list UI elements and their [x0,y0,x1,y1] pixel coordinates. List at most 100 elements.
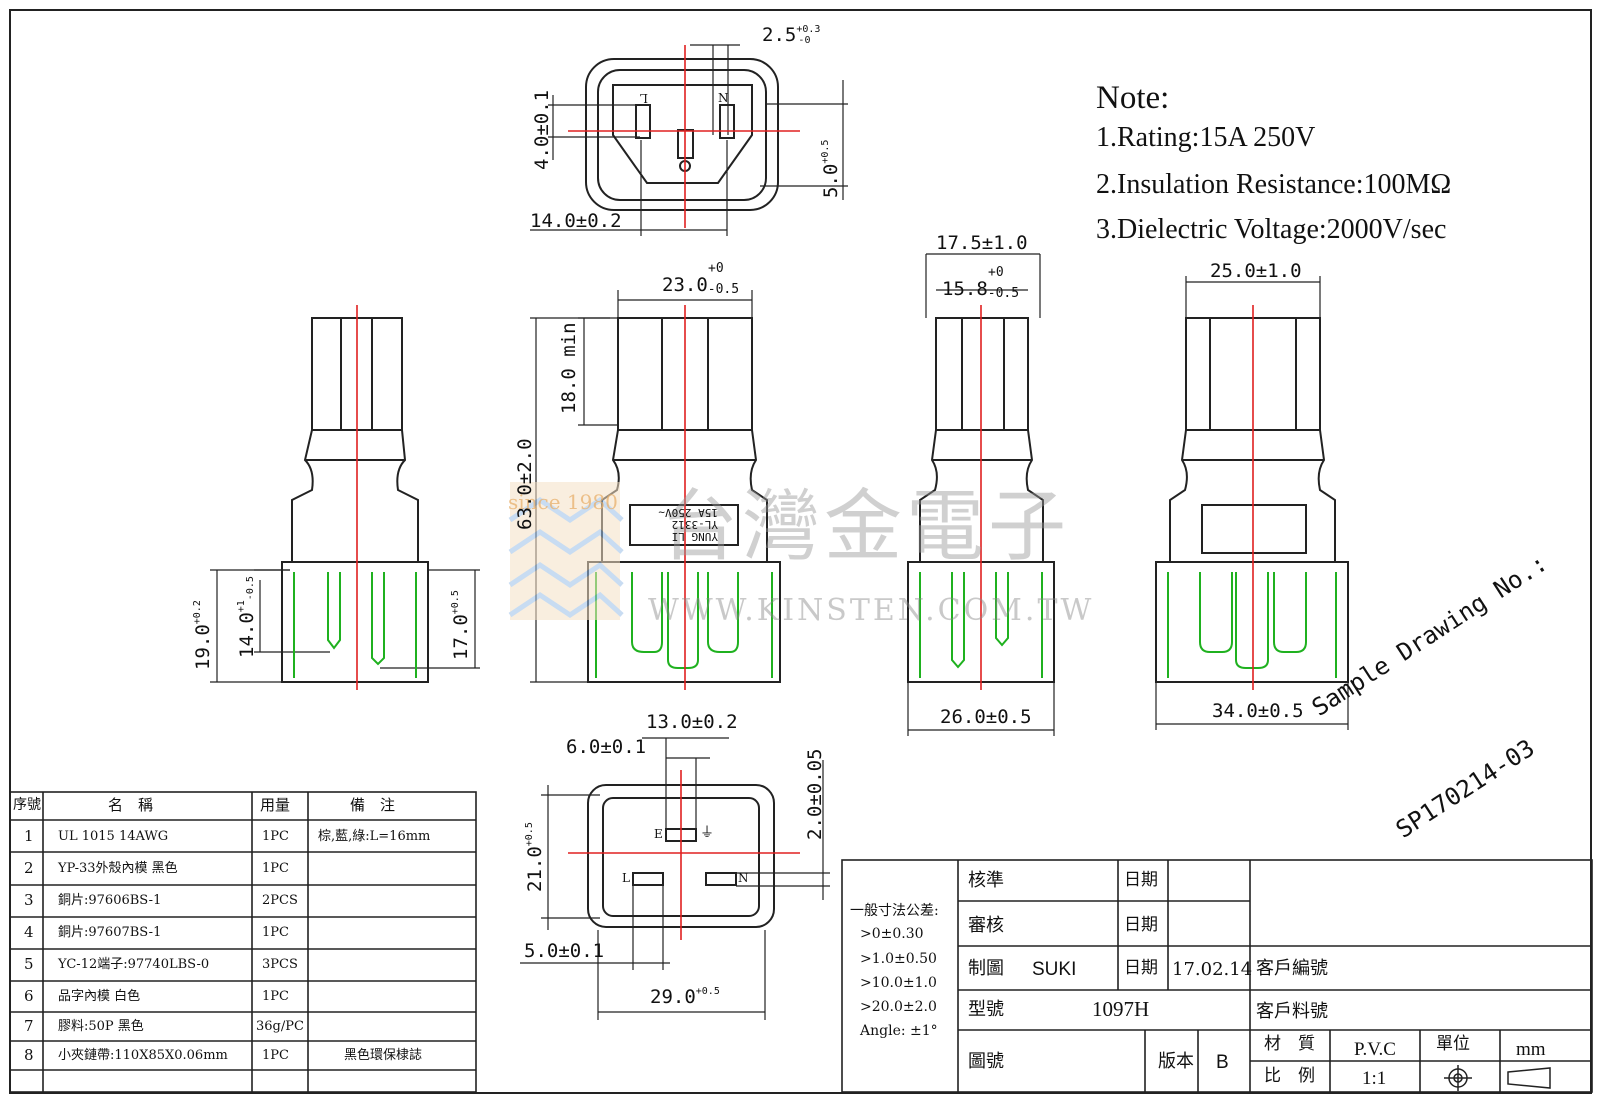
material-value: P.V.C [1354,1039,1396,1060]
date-label-3: 日期 [1124,958,1158,978]
bom-table-grid [9,791,477,1093]
version-label: 版本 [1158,1051,1194,1072]
date-label-1: 日期 [1124,870,1158,890]
date-label-2: 日期 [1124,915,1158,935]
version-value: B [1216,1052,1229,1073]
dim-4-0: 4.0±0.1 [531,89,553,170]
dim-13-0: 13.0±0.2 [646,711,738,733]
bom-row-1-remark: 棕,藍,綠:L=16mm [318,829,431,844]
dim-6-0: 6.0±0.1 [566,736,647,758]
tolerance-line-4: >20.0±2.0 [860,999,937,1015]
bom-row-8-qty: 1PC [262,1048,289,1063]
material-label: 材 質 [1264,1034,1315,1054]
dim-14-0: 14.0±0.2 [530,210,622,232]
bom-header-no: 序號 [13,797,41,813]
note-rating: 1.Rating:15A 250V [1096,122,1316,153]
bom-row-5-name: YC-12端子:97740LBS-0 [58,957,210,972]
dim-5-0: 5.0+0.5 [820,139,842,198]
pin-label-n: N [738,871,749,885]
bom-row-6-qty: 1PC [262,989,289,1004]
pin-label-e: E [654,827,663,841]
bom-row-1-qty: 1PC [262,829,289,844]
tolerance-angle: Angle: ±1° [860,1023,938,1039]
bom-row-6-name: 品字內模 白色 [58,989,141,1004]
dim-2-0: 2.0±0.05 [804,748,826,840]
dim-15-8: 15.8-0.5 [942,278,1020,301]
bom-row-6-no: 6 [24,987,34,1005]
earth-icon: ⏚ [700,825,714,841]
dim-17-0: 17.0+0.5 [450,590,472,660]
dim-26-0: 26.0±0.5 [940,706,1032,728]
pin-label-top-n: N [718,91,729,105]
watermark-since: since 1980 [508,490,618,514]
bom-row-4-name: 銅片:97607BS-1 [58,925,162,940]
bom-header-name: 名 稱 [108,796,154,814]
customer-part-label: 客戶料號 [1256,1001,1328,1022]
dim-21-0: 21.0+0.5 [524,822,546,892]
note-dielectric: 3.Dielectric Voltage:2000V/sec [1096,214,1447,245]
scale-value: 1:1 [1362,1068,1387,1089]
watermark-brand: 台灣金電子 [660,482,1071,572]
bom-row-2-qty: 1PC [262,861,289,876]
scale-label: 比 例 [1264,1066,1315,1086]
bom-header-qty: 用量 [260,796,291,814]
side-view-d [1155,317,1349,683]
bom-row-8-remark: 黑色環保棣誌 [344,1048,423,1063]
dim-15-8-tol-up: +0 [988,265,1004,280]
bom-header-remark: 備 注 [350,796,396,814]
bom-row-4-qty: 1PC [262,925,289,940]
unit-value: mm [1516,1039,1546,1060]
watermark-logo [508,482,624,620]
bom-row-1-name: UL 1015 14AWG [58,829,169,844]
projection-symbol-icon [1444,1065,1551,1091]
dim-2-5: 2.5+0.3-0 [762,24,821,46]
bom-row-5-no: 5 [24,955,34,973]
title-block-grid [841,859,1593,1093]
dim-18-0-min: 18.0 min [558,322,580,414]
bom-row-7-no: 7 [24,1017,34,1035]
drawing-no-label: 圖號 [968,1051,1004,1072]
dim-25-0: 25.0±1.0 [1210,260,1302,282]
dim-14-0-pin: 14.0+1-0.5 [236,576,258,658]
review-label: 審核 [968,915,1004,936]
model-label: 型號 [968,999,1004,1020]
side-view-a [281,317,429,683]
unit-label: 單位 [1436,1034,1470,1054]
customer-no-label: 客戶編號 [1256,958,1328,979]
drafter-name: SUKI [1032,959,1077,980]
tolerance-line-1: >0±0.30 [860,926,924,942]
tolerance-line-2: >1.0±0.50 [860,951,937,967]
pin-label-l: L [622,871,630,885]
top-face-view [585,58,779,211]
dim-23-0: 23.0-0.5 [662,274,740,297]
bom-row-7-qty: 36g/PC [256,1019,304,1034]
bom-row-2-no: 2 [24,859,34,877]
bom-row-3-name: 銅片:97606BS-1 [58,893,162,908]
bom-row-4-no: 4 [24,923,34,941]
watermark-url: WWW.KINSTEN.COM.TW [648,593,1095,628]
dim-17-5: 17.5±1.0 [936,232,1028,254]
bom-row-2-name: YP-33外殼內模 黑色 [58,861,178,876]
dim-34-0: 34.0±0.5 [1212,700,1304,722]
drawing-frame [9,9,1592,1094]
note-insulation: 2.Insulation Resistance:100MΩ [1096,169,1452,200]
pin-label-top-l: L [640,91,648,105]
draw-date: 17.02.14 [1172,959,1253,980]
bom-row-1-no: 1 [24,827,34,845]
model-value: 1097H [1092,997,1150,1021]
bom-row-7-name: 膠料:50P 黑色 [58,1019,144,1034]
note-heading: Note: [1096,80,1170,116]
tolerance-line-3: >10.0±1.0 [860,975,937,991]
dim-29-0: 29.0+0.5 [650,986,720,1008]
bom-row-5-qty: 3PCS [262,957,298,972]
dim-19-0: 19.0+0.2 [192,600,214,670]
bom-row-8-name: 小夾鏈帶:110X85X0.06mm [58,1048,228,1063]
dim-63-0: 63.0±2.0 [514,438,536,530]
dim-5-0-pin: 5.0±0.1 [524,940,605,962]
draw-label: 制圖 [968,958,1004,979]
bom-row-3-no: 3 [24,891,34,909]
check-label: 核準 [968,870,1004,891]
bom-row-3-qty: 2PCS [262,893,298,908]
bom-row-8-no: 8 [24,1046,34,1064]
